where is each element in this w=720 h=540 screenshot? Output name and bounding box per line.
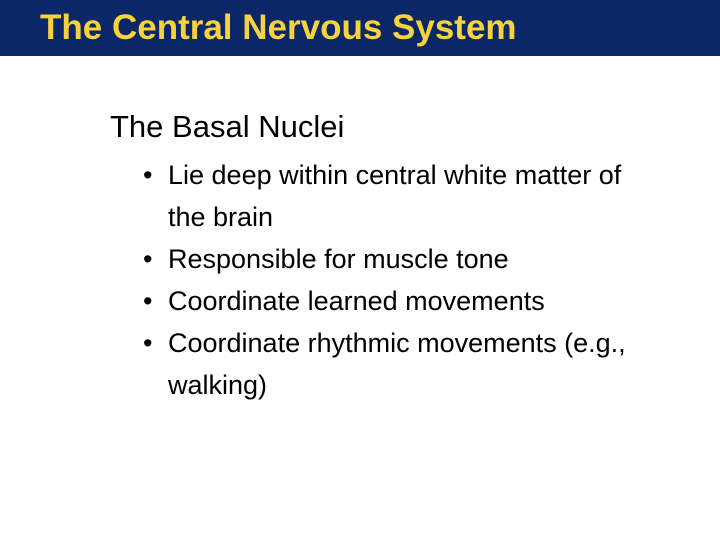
list-item-label: Coordinate learned movements <box>168 286 545 316</box>
list-item: • Lie deep within central white matter o… <box>140 154 650 238</box>
bullet-point-icon: • <box>143 244 153 274</box>
slide-body: The Basal Nuclei • Lie deep within centr… <box>0 56 720 540</box>
bullet-point-icon: • <box>143 328 153 358</box>
list-item: • Coordinate learned movements <box>140 280 650 322</box>
bullet-point-icon: • <box>143 286 153 316</box>
bullet-point-icon: • <box>143 160 153 190</box>
slide-title-bar: The Central Nervous System <box>0 0 720 56</box>
list-item: • Coordinate rhythmic movements (e.g., w… <box>140 322 650 406</box>
list-item: • Responsible for muscle tone <box>140 238 650 280</box>
slide-subheading: The Basal Nuclei <box>110 109 345 144</box>
bullet-list: • Lie deep within central white matter o… <box>140 154 650 406</box>
slide-title: The Central Nervous System <box>40 8 517 47</box>
list-item-label: Responsible for muscle tone <box>168 244 509 274</box>
list-item-label: Coordinate rhythmic movements (e.g., wal… <box>168 328 626 400</box>
list-item-label: Lie deep within central white matter of … <box>168 160 622 232</box>
